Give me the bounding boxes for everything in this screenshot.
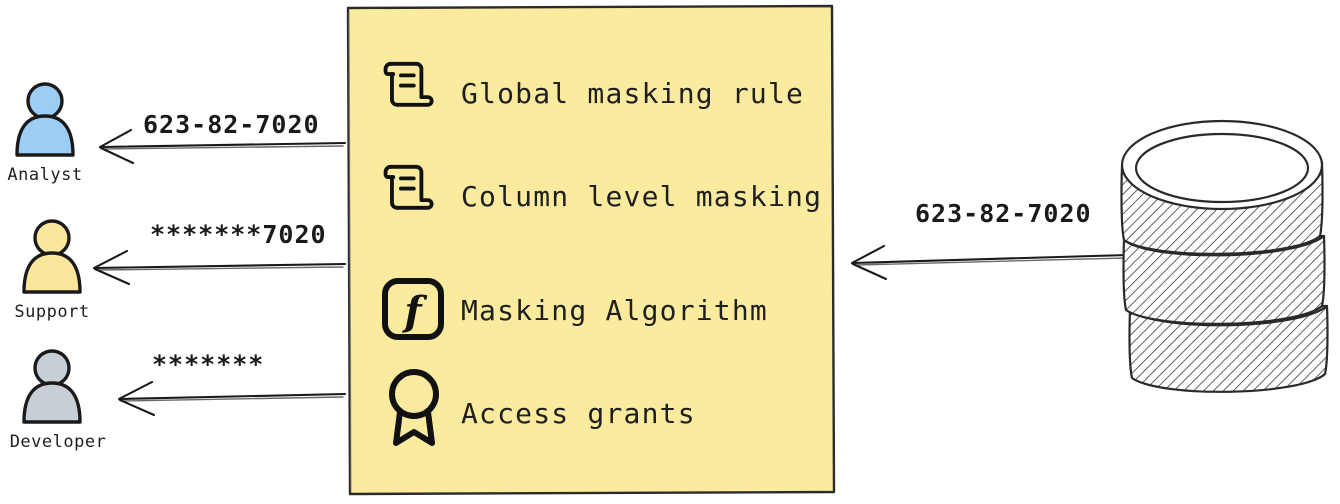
actor-label-analyst: Analyst: [7, 165, 82, 185]
actor-label-developer: Developer: [10, 432, 107, 452]
actor-analyst[interactable]: Analyst: [7, 82, 82, 185]
flow-label-datasource: 623-82-7020: [915, 199, 1092, 228]
rule-label-0: Global masking rule: [461, 77, 804, 110]
arrow-left-icon: [98, 128, 347, 165]
actor-label-support: Support: [14, 302, 89, 322]
arrow-left-icon: [92, 249, 347, 286]
rule-label-1: Column level masking: [461, 180, 822, 213]
award-icon: [389, 369, 439, 446]
person-icon: [22, 219, 82, 294]
flow-label-developer: *******: [152, 350, 264, 379]
rule-label-3: Access grants: [461, 397, 696, 430]
arrow-left-icon: [117, 380, 347, 417]
panel-edge-shade: [348, 11, 352, 491]
rule-label-2: Masking Algorithm: [461, 294, 768, 327]
flow-label-support: *******7020: [150, 220, 327, 249]
person-icon: [15, 82, 75, 157]
actor-support[interactable]: Support: [14, 219, 89, 322]
flow-label-analyst: 623-82-7020: [143, 110, 320, 139]
person-icon: [22, 349, 82, 424]
masking-panel-background: [346, 4, 836, 496]
arrow-left-icon: [850, 244, 1130, 281]
scroll-icon: [383, 61, 434, 107]
scroll-icon: [383, 164, 434, 210]
masking-panel[interactable]: [346, 4, 836, 496]
actor-developer[interactable]: Developer: [10, 349, 107, 452]
database-cylinder-icon[interactable]: [1120, 119, 1329, 393]
